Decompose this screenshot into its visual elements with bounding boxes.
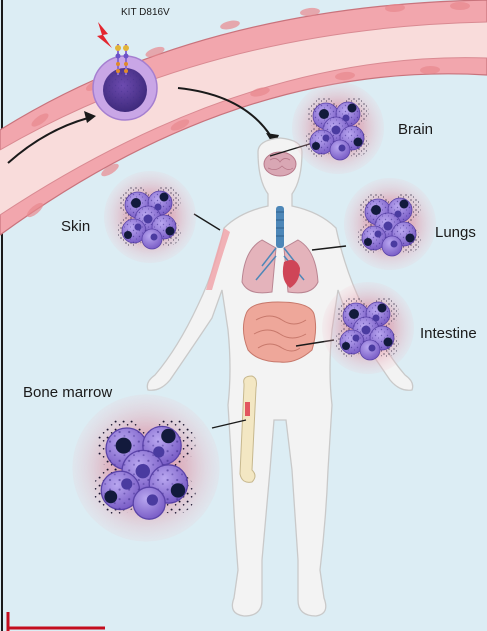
skin-label: Skin bbox=[61, 219, 90, 234]
brain-label: Brain bbox=[398, 122, 433, 137]
lungs-label: Lungs bbox=[435, 225, 476, 240]
bone-marrow-label: Bone marrow bbox=[23, 385, 112, 400]
lungs-mast-cell-cluster bbox=[344, 178, 436, 270]
intestine-label: Intestine bbox=[420, 326, 477, 341]
bone-marrow-mast-cell-cluster bbox=[72, 394, 219, 541]
mutation-label: KIT D816V bbox=[121, 8, 170, 18]
intestine-mast-cell-cluster bbox=[322, 282, 414, 374]
brain-mast-cell-cluster bbox=[292, 82, 384, 174]
skin-mast-cell-cluster bbox=[104, 171, 196, 263]
